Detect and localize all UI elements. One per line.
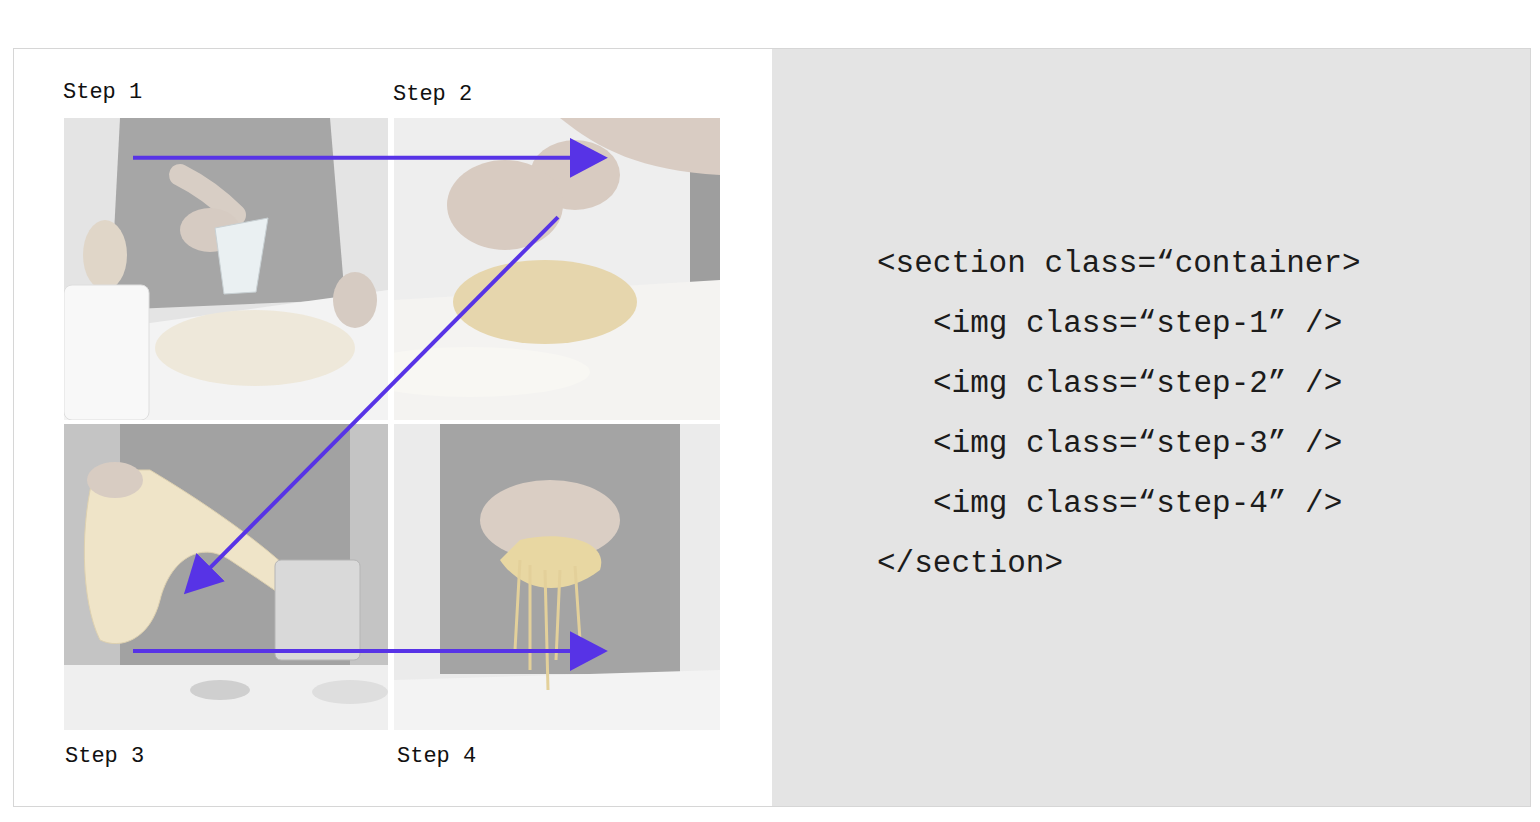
step-image: Step 3	[64, 424, 388, 730]
table	[394, 670, 720, 730]
photo-step-2	[394, 118, 720, 420]
photo-background	[64, 118, 388, 420]
frame	[14, 49, 1531, 807]
step-label: Step 4	[397, 744, 476, 770]
pasta-nest	[500, 536, 601, 588]
fist	[447, 160, 563, 250]
code-line: </section>	[877, 534, 1063, 594]
apron	[440, 424, 680, 674]
code-line: <section class=“container>	[877, 234, 1361, 294]
code-line: <img class=“step-3” />	[933, 414, 1342, 474]
flow-arrow	[133, 156, 598, 160]
hand	[87, 462, 143, 498]
step-image: Step 2	[394, 118, 720, 420]
photo-step-4	[394, 424, 720, 730]
apron	[110, 118, 345, 310]
code-panel: <section class=“container><img class=“st…	[772, 49, 1530, 806]
bowl	[312, 680, 388, 704]
flow-arrow	[191, 217, 558, 587]
code-line: <img class=“step-2” />	[933, 354, 1342, 414]
photo-step-3	[64, 424, 388, 730]
glass	[215, 218, 268, 294]
code-line: <img class=“step-4” />	[933, 474, 1342, 534]
spoon	[83, 220, 127, 290]
jug	[64, 285, 149, 420]
table	[64, 665, 388, 730]
photo-step-1	[64, 118, 388, 420]
step-label: Step 3	[65, 744, 144, 770]
sieve	[190, 680, 250, 700]
pasta-strands	[515, 560, 580, 690]
flow-arrow	[133, 649, 598, 653]
step-image: Step 1	[64, 118, 388, 420]
step-label: Step 2	[393, 82, 472, 108]
hand	[333, 272, 377, 328]
step-label: Step 1	[63, 80, 142, 106]
photo-background	[394, 424, 720, 730]
photo-background	[64, 424, 388, 730]
code-line: <img class=“step-1” />	[933, 294, 1342, 354]
dough	[453, 260, 637, 344]
flour-mound	[155, 310, 355, 386]
pasta-machine	[275, 560, 360, 660]
step-image: Step 4	[394, 424, 720, 730]
